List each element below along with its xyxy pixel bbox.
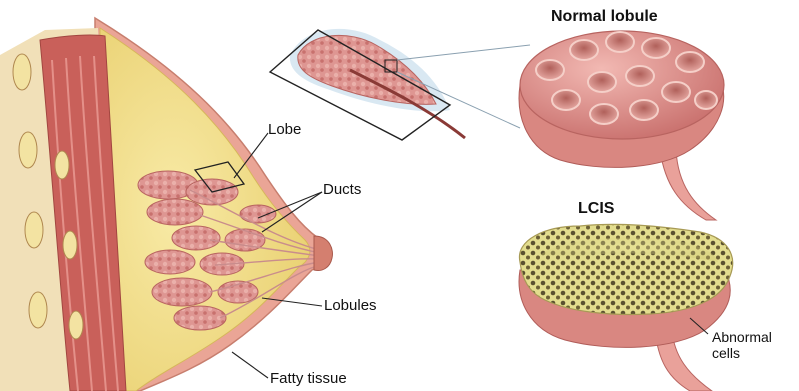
fatty-tissue-label: Fatty tissue (270, 370, 347, 387)
abnormal-cells-label-line1: Abnormal (712, 329, 772, 345)
ducts-label: Ducts (323, 181, 361, 198)
normal-lobule-label: Normal lobule (551, 8, 658, 26)
lcis-lobule-illustration (519, 224, 733, 391)
zoom-line-top (397, 45, 530, 60)
normal-lobule-illustration (519, 31, 724, 220)
abnormal-cells-label-line2: cells (712, 345, 740, 361)
lobe-enlargement (270, 29, 530, 140)
lobules-label: Lobules (324, 297, 377, 314)
nipple (314, 236, 332, 271)
breast-cross-section (0, 18, 332, 391)
lcis-label: LCIS (578, 200, 614, 218)
lobe-label: Lobe (268, 121, 301, 138)
fatty-tissue-leader (232, 352, 268, 378)
